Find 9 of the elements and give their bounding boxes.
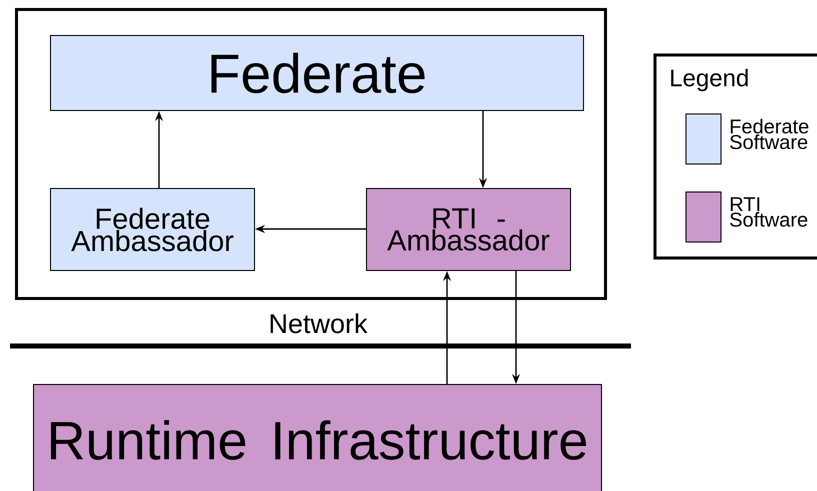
legend-label: RTI Software (730, 197, 808, 227)
legend-title: Legend (671, 68, 748, 92)
process-box: Federate Ambassador (50, 188, 255, 271)
process-box: RTI - Ambassador (366, 188, 571, 271)
process-box: Runtime Infrastructure (33, 384, 602, 491)
legend-label: Federate Software (730, 118, 808, 150)
process-box: Federate (50, 35, 584, 111)
frame-box (15, 8, 607, 300)
network-label: Network (270, 313, 368, 334)
